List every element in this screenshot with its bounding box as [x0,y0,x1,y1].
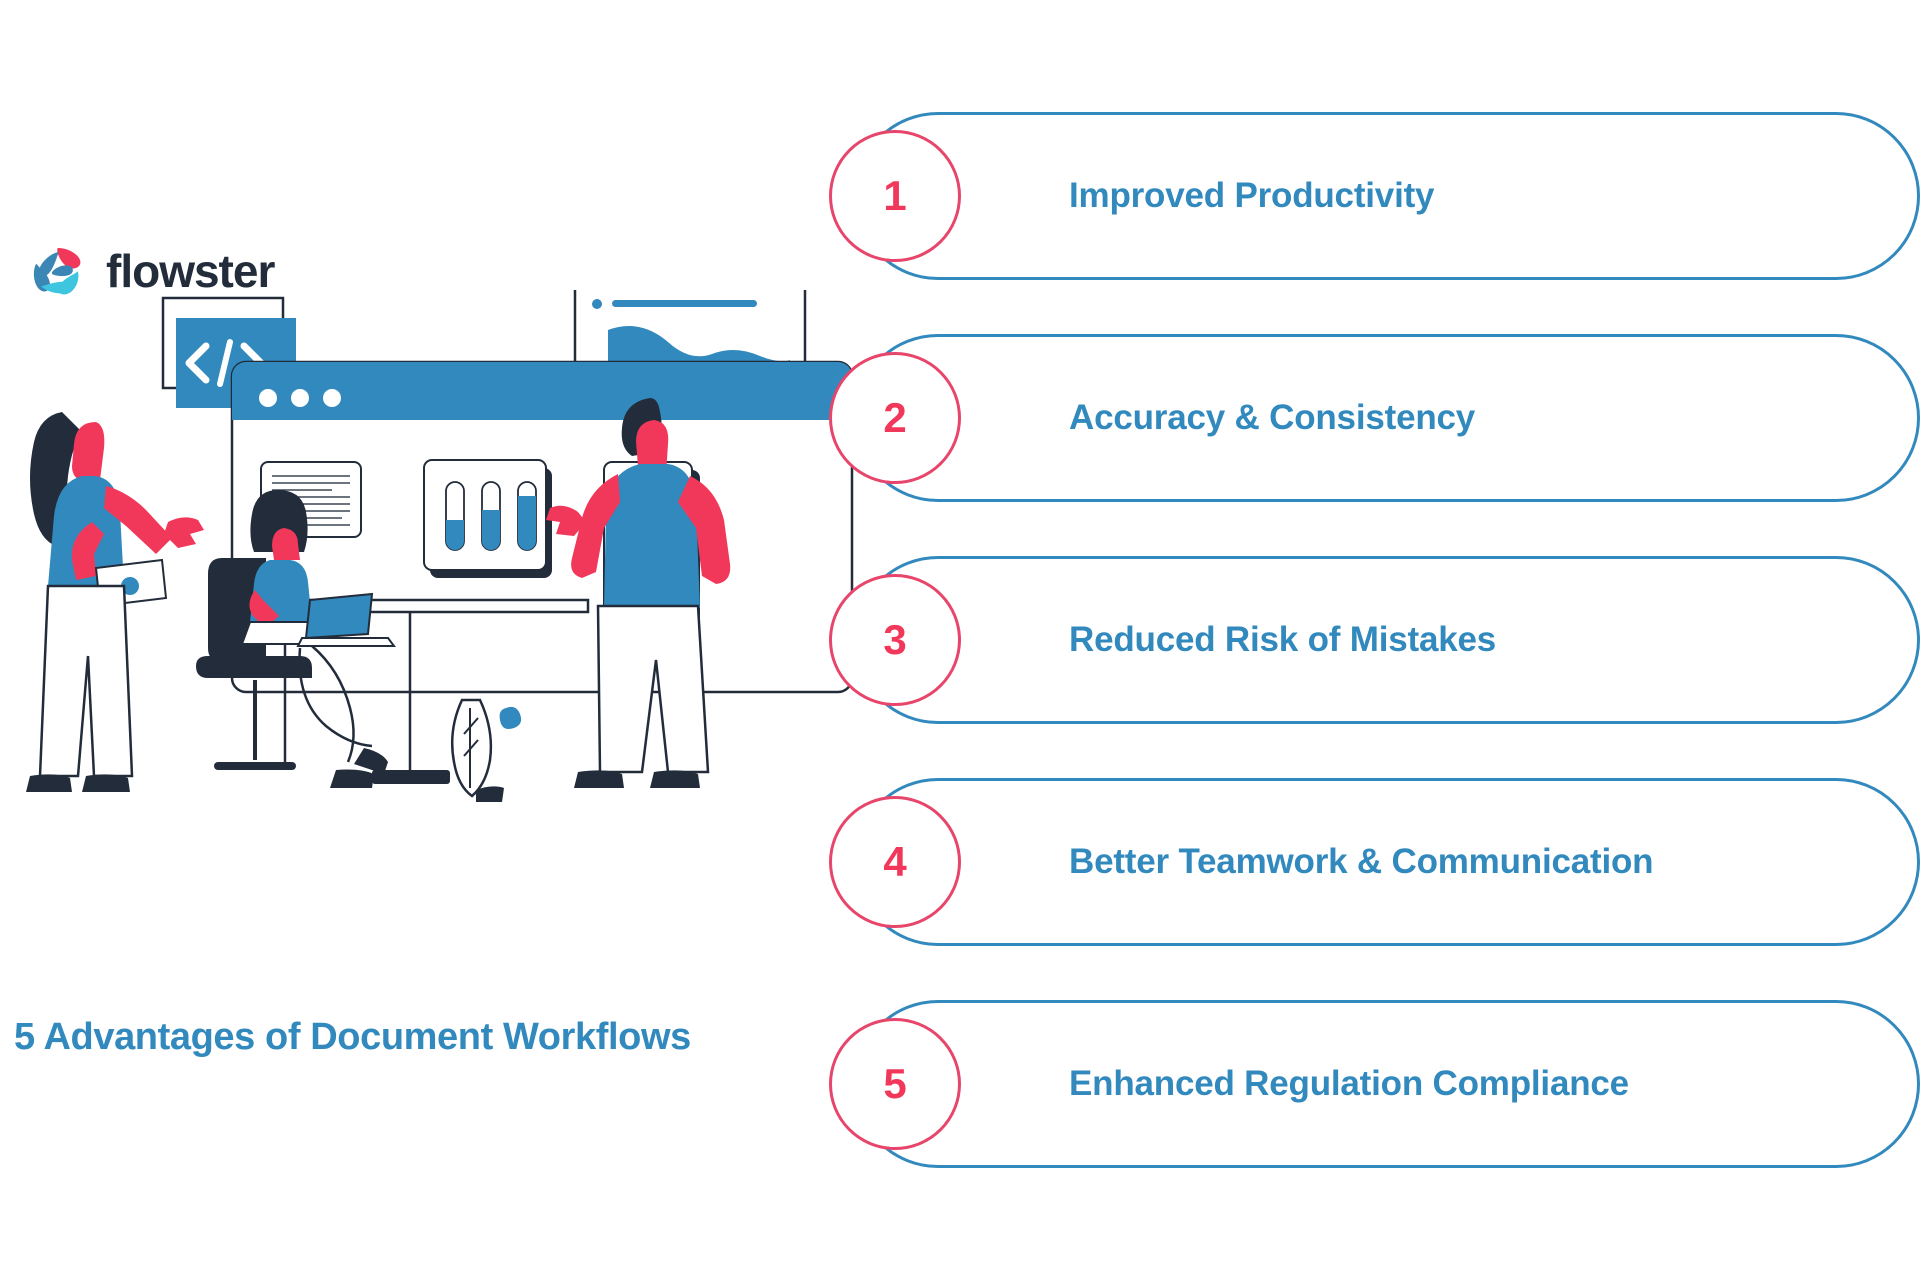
advantages-list: 1 Improved Productivity 2 Accuracy & Con… [826,0,1920,1280]
potted-plant [450,698,522,802]
woman-seated-at-desk-with-laptop [240,490,396,788]
status-badge: 2 [829,352,961,484]
left-panel: flowster [14,242,854,1058]
progress-gauges-card [423,459,552,578]
list-item-label: Improved Productivity [1069,176,1435,216]
list-item[interactable]: 1 Improved Productivity [829,112,1920,280]
brand-name: flowster [106,245,275,297]
page-title: 5 Advantages of Document Workflows [14,1016,691,1058]
list-item-number: 5 [883,1060,907,1107]
list-item-label: Reduced Risk of Mistakes [1069,620,1497,660]
man-standing-pointing [546,398,731,788]
flowster-swirl-logo-icon [28,242,86,300]
brand-logo: flowster [28,242,275,300]
list-item[interactable]: 2 Accuracy & Consistency [829,334,1920,502]
status-badge: 1 [829,130,961,262]
status-badge: 5 [829,1018,961,1150]
list-item-number: 2 [883,394,907,441]
status-badge: 4 [829,796,961,928]
status-badge: 3 [829,574,961,706]
woman-standing-with-tablet [26,412,204,792]
list-item-number: 4 [883,838,907,885]
list-item-label: Enhanced Regulation Compliance [1069,1064,1629,1104]
list-item-label: Accuracy & Consistency [1069,398,1476,438]
list-item[interactable]: 4 Better Teamwork & Communication [829,778,1920,946]
list-item-number: 3 [883,616,907,663]
list-item-number: 1 [883,172,907,219]
list-item[interactable]: 5 Enhanced Regulation Compliance [829,1000,1920,1168]
list-item-label: Better Teamwork & Communication [1069,842,1654,882]
list-item[interactable]: 3 Reduced Risk of Mistakes [829,556,1920,724]
